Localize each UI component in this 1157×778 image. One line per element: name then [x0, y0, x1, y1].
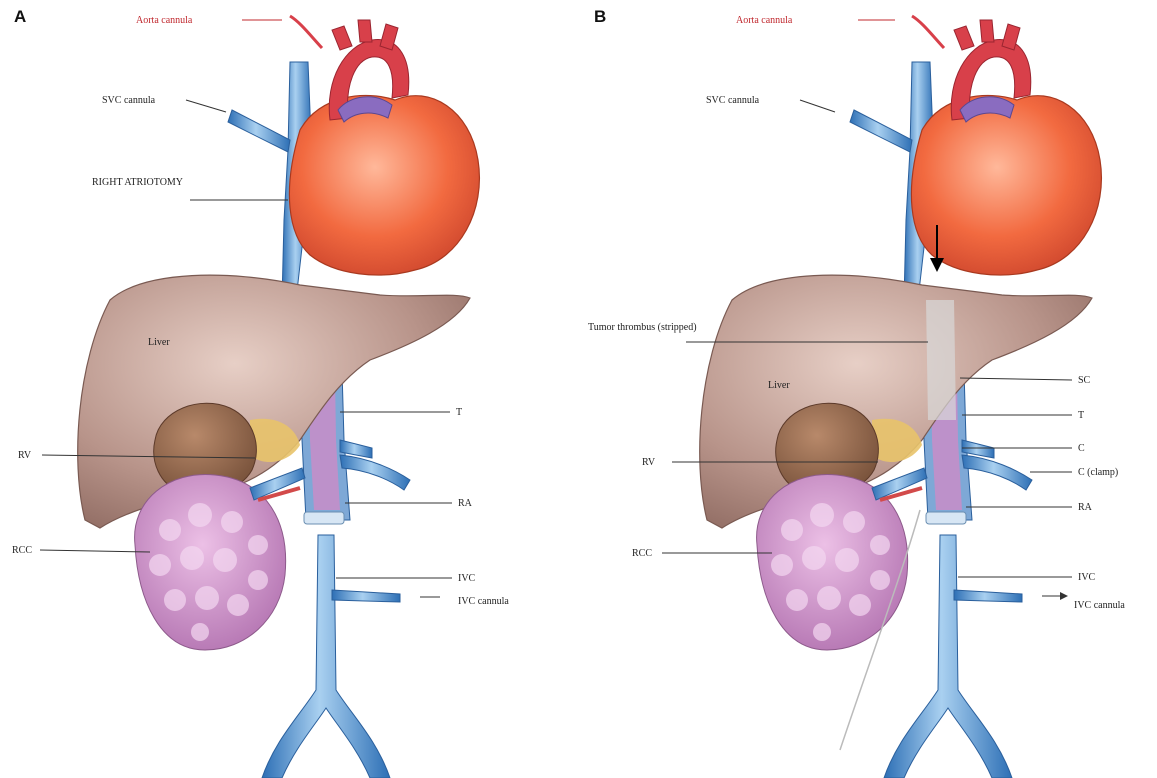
b-rcc-label: RCC [632, 548, 652, 559]
b-ivc-cannula-label: IVC cannula [1074, 600, 1125, 611]
a-svc-cannula-label: SVC cannula [102, 95, 156, 106]
b-ra-label: RA [1078, 502, 1093, 513]
b-clamp-label: C (clamp) [1078, 467, 1118, 478]
b-rv-label: RV [642, 457, 656, 468]
a-rv-label: RV [18, 450, 32, 461]
b-aorta-cannula-label: Aorta cannula [736, 15, 793, 26]
a-aorta-cannula-label: Aorta cannula [136, 15, 193, 26]
a-ivc-label: IVC [458, 573, 476, 584]
a-ivc-cannula-label: IVC cannula [458, 596, 509, 607]
b-c-label: C [1078, 443, 1085, 454]
a-right-atriotomy-label: RIGHT ATRIOTOMY [92, 177, 183, 188]
b-svc-cannula-label: SVC cannula [706, 95, 760, 106]
b-liver-label: Liver [768, 380, 790, 391]
b-tumor-thrombus-label: Tumor thrombus (stripped) [588, 322, 697, 333]
panel-b: B Aorta cannula SVC cannula Tumor thromb… [588, 7, 1125, 778]
panel-a: A Aorta cannula SVC cannula RIGHT ATRIOT… [12, 7, 509, 778]
a-t-label: T [456, 407, 462, 418]
a-ra-label: RA [458, 498, 473, 509]
down-arrow-icon [930, 258, 944, 272]
a-liver-label: Liver [148, 337, 170, 348]
b-sc-label: SC [1078, 375, 1091, 386]
b-ivc-label: IVC [1078, 572, 1096, 583]
panel-a-letter: A [14, 7, 26, 26]
a-rcc-label: RCC [12, 545, 32, 556]
b-arrow-right-icon [1060, 592, 1068, 600]
panel-b-letter: B [594, 7, 606, 26]
b-t-label: T [1078, 410, 1084, 421]
